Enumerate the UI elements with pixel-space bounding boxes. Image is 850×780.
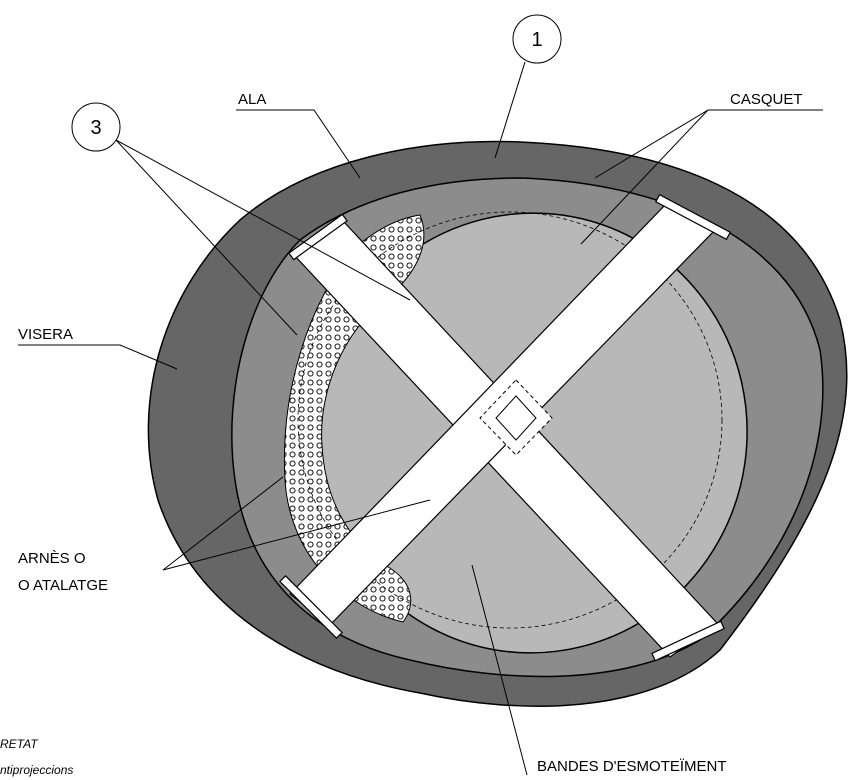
label-arnes-line2: O ATALATGE — [18, 577, 108, 594]
label-bandes: BANDES D'ESMOTEÏMENT — [537, 758, 727, 775]
callout-circle-3 — [71, 102, 121, 152]
leader-lines — [18, 61, 823, 776]
footer-line2: ntiprojeccions — [0, 763, 73, 777]
footer-line1: RETAT — [0, 737, 39, 751]
center-square — [495, 395, 537, 441]
callout-circle-1 — [512, 14, 562, 64]
label-visera: VISERA — [18, 326, 73, 343]
label-ala: ALA — [238, 91, 266, 108]
callout-number-3: 3 — [90, 117, 101, 139]
clip-bottom-left — [279, 575, 343, 639]
label-casquet: CASQUET — [730, 91, 803, 108]
clip-top-right — [654, 193, 732, 241]
callout-number-1: 1 — [531, 29, 542, 51]
clip-bottom-right — [651, 620, 725, 662]
inner-dashed-circle — [297, 211, 723, 629]
clip-top-left — [288, 213, 348, 261]
label-arnes-line1: ARNÈS O — [18, 550, 86, 567]
